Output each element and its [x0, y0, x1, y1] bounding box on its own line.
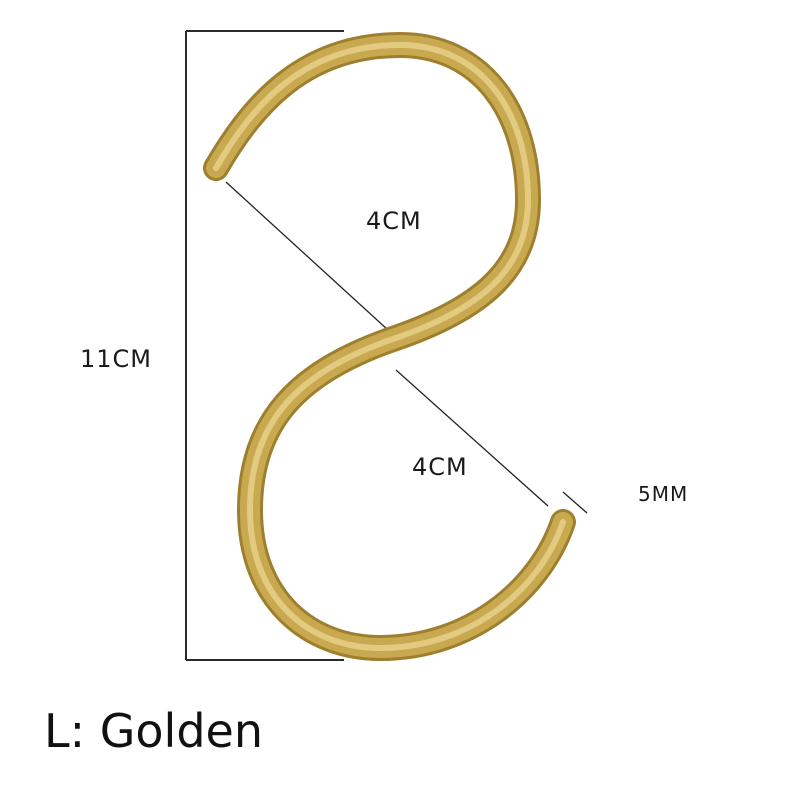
height-label: 11CM: [80, 345, 153, 373]
variant-caption: L: Golden: [44, 704, 263, 758]
wire-thickness-label: 5MM: [638, 482, 689, 506]
variant-name: Golden: [99, 704, 263, 758]
s-hook: [203, 32, 576, 661]
variant-prefix: L:: [44, 704, 86, 758]
opening-dimension-lines: [225, 181, 588, 514]
lower-opening-label: 4CM: [412, 453, 468, 481]
height-dimension-bracket: [185, 30, 344, 661]
upper-opening-label: 4CM: [366, 207, 422, 235]
